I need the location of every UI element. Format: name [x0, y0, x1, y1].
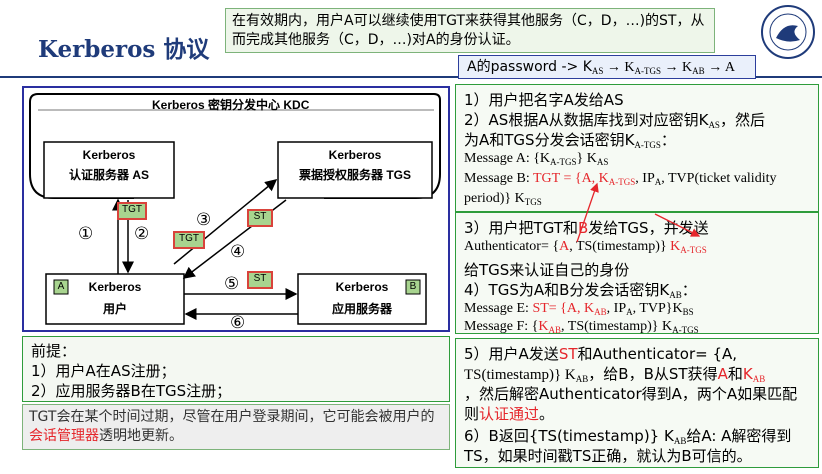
step-2-marker: ②: [134, 224, 150, 244]
step-5-marker: ⑤: [224, 274, 240, 294]
step-4-text: 4）TGS为A和B分发会话密钥KAB：: [464, 281, 697, 300]
user-badge-box: [53, 279, 69, 295]
as-subtitle: 认证服务器 AS: [68, 168, 149, 182]
premise-line-1: 1）用户A在AS注册；: [31, 362, 176, 380]
tgs-title: Kerberos: [328, 148, 382, 162]
premise-title: 前提：: [31, 342, 77, 360]
kerberos-diagram: Kerberos 密钥分发中心 KDC Kerberos 认证服务器 AS Ke…: [22, 86, 450, 333]
header-rule: [0, 76, 822, 78]
step-4-marker: ④: [230, 242, 246, 262]
message-b-cont: period)} KTGS: [464, 191, 542, 207]
app-subtitle: 应用服务器: [331, 302, 392, 316]
session-manager-highlight: 会话管理器: [29, 428, 99, 444]
tag-tgt-1-label: TGT: [122, 204, 142, 215]
app-title: Kerberos: [335, 280, 389, 294]
app-badge-box: [405, 279, 421, 295]
steps-block-1: 1）用户把名字A发给AS 2）AS根据A从数据库找到对应密钥KAS，然后 为A和…: [455, 84, 819, 212]
user-box: [45, 273, 185, 325]
step-5-text: 5）用户A发送ST和Authenticator= {A,: [464, 345, 738, 363]
password-chain-sub-atgs: A-TGS: [634, 66, 662, 76]
tgt-note-text-b: 透明地更新。: [99, 428, 183, 444]
kdc-label: Kerberos 密钥分发中心 KDC: [152, 98, 310, 112]
message-b: Message B: TGT = {A, KA-TGS, IPA, TVP(ti…: [464, 171, 777, 187]
step-6-text: 6）B返回{TS(timestamp)} KAB给A: A解密得到: [464, 427, 792, 446]
password-chain: A的password -> KAS → KA-TGS → KAB → A: [458, 55, 756, 79]
arrow-step-3: [173, 179, 278, 265]
step-6-text-line-2: TS，如果时间戳TS正确，就认为B可信的。: [464, 447, 752, 465]
tag-tgt-2: [173, 231, 205, 249]
steps-block-3: 5）用户A发送ST和Authenticator= {A, TS(timestam…: [455, 338, 819, 468]
password-chain-arrow-1: → K: [603, 60, 635, 75]
password-chain-sub-as: AS: [591, 66, 604, 76]
step-5-text-line-3: ，然后解密Authenticator得到A，两个A如果匹配: [464, 385, 798, 403]
password-chain-arrow-2: → K: [661, 60, 693, 75]
tgs-subtitle: 票据授权服务器 TGS: [298, 168, 411, 182]
message-f: Message F: {KAB, TS(timestamp)} KA-TGS: [464, 319, 699, 335]
as-box: [43, 141, 175, 199]
tag-st-2-label: ST: [253, 273, 267, 284]
tag-st-2: [247, 271, 273, 289]
password-chain-sub-ab: AB: [692, 66, 705, 76]
as-title: Kerberos: [82, 148, 136, 162]
step-5-text-line-4: 则认证通过。: [464, 405, 555, 423]
tag-st-1: [247, 209, 273, 227]
step-3-text: 3）用户把TGT和B发给TGS，并发送: [464, 219, 709, 237]
premise-line-2: 2）应用服务器B在TGS注册；: [31, 382, 232, 400]
tgt-expiry-note: TGT会在某个时间过期，尽管在用户登录期间，它可能会被用户的会话管理器透明地更新…: [22, 404, 450, 450]
annotation-arrow-a: [576, 182, 599, 243]
step-2-text-line-2: 为A和TGS分发会话密钥KA-TGS：: [464, 131, 676, 150]
slide-title: Kerberos 协议: [38, 36, 210, 63]
app-server-box: [297, 273, 427, 325]
step-3-text-line-2: 给TGS来认证自己的身份: [464, 261, 630, 279]
tag-tgt-2-label: TGT: [179, 233, 199, 244]
password-chain-arrow-3: → A: [704, 60, 736, 75]
password-chain-text: A的password -> K: [467, 59, 592, 75]
step-1-marker: ①: [78, 224, 94, 244]
user-title: Kerberos: [88, 280, 142, 294]
step-3-marker: ③: [196, 210, 212, 230]
tag-tgt-1: [117, 202, 147, 220]
annotation-arrow-k: [654, 213, 701, 237]
step-1-text: 1）用户把名字A发给AS: [464, 91, 624, 109]
user-badge: A: [57, 281, 65, 292]
tgs-box: [277, 141, 433, 199]
tag-st-1-label: ST: [253, 211, 267, 222]
app-badge: B: [409, 281, 417, 292]
message-a: Message A: {KA-TGS} KAS: [464, 151, 609, 167]
premise-box: 前提： 1）用户A在AS注册； 2）应用服务器B在TGS注册；: [22, 336, 450, 402]
tgt-note-text-a: TGT会在某个时间过期，尽管在用户登录期间，它可能会被用户的: [29, 409, 435, 425]
steps-block-2: 3）用户把TGT和B发给TGS，并发送 Authenticator= {A, T…: [455, 212, 819, 335]
top-note: 在有效期内，用户A可以继续使用TGT来获得其他服务（C，D，…)的ST，从而完成…: [225, 8, 715, 53]
authenticator-1: Authenticator= {A, TS(timestamp)} KA-TGS: [464, 239, 707, 255]
step-6-marker: ⑥: [230, 313, 246, 333]
user-subtitle: 用户: [102, 302, 127, 316]
protocol-steps-panel: 1）用户把名字A发给AS 2）AS根据A从数据库找到对应密钥KAS，然后 为A和…: [455, 84, 819, 468]
step-2-text-line-1: 2）AS根据A从数据库找到对应密钥KAS，然后: [464, 111, 765, 130]
university-seal-icon: [761, 5, 815, 59]
step-5-text-line-2: TS(timestamp)} KAB，给B，B从ST获得A和KAB: [464, 365, 766, 384]
message-e: Message E: ST= {A, KAB, IPA, TVP}KBS: [464, 301, 694, 317]
